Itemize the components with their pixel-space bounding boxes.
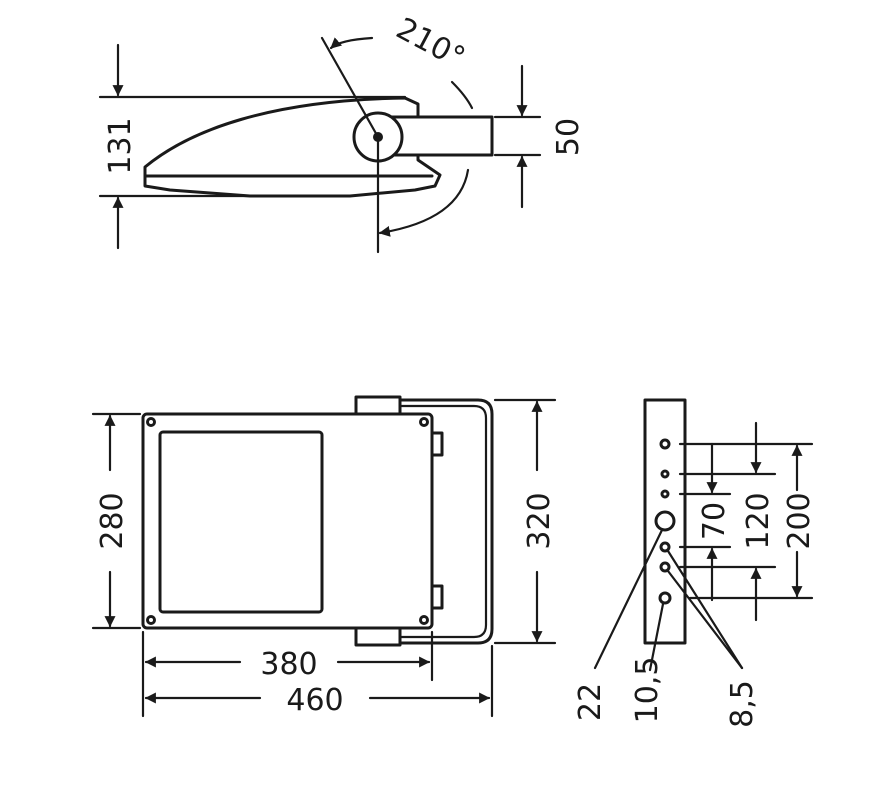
dim-label-200: 200 [782,492,817,549]
front-view: 280 320 380 460 [91,395,557,718]
dim-label-210: 210° [390,11,470,76]
hole-8-5-low [659,561,671,573]
angle-arc-bottom [378,168,470,237]
hole-small-3 [660,489,670,499]
hole-label-10-5: 10,5 [630,657,665,724]
dim-label-320: 320 [522,492,557,549]
leader-8-5-b [666,569,744,670]
mounting-bracket [398,398,494,645]
housing-front [141,412,434,630]
hole-small-2 [660,469,670,479]
screw-icon-tl [146,417,156,427]
hinge-block-top [354,395,402,416]
dim-label-380: 380 [260,647,317,682]
hinge-block-bottom [354,626,402,647]
angle-arc-top [450,80,474,110]
hole-8-5-mid [659,541,671,553]
screw-icon-tr [419,417,429,427]
leader-22 [593,528,664,670]
angle-ref-line [320,36,380,139]
bracket-view: 70 120 200 22 10,5 8,5 [573,398,817,728]
hole-label-8-5: 8,5 [725,680,760,728]
dim-label-460: 460 [286,683,343,718]
leader-8-5-a [666,549,744,670]
screw-icon-bl [146,615,156,625]
bracket-plate [643,398,687,645]
screw-icon-br [419,615,429,625]
dim-label-280: 280 [95,492,130,549]
leader-10-5 [648,602,665,672]
hole-label-22: 22 [573,683,608,721]
dim-label-131: 131 [103,117,138,174]
dim-label-120: 120 [741,492,776,549]
hole-22 [654,510,676,532]
bracket-inner-line [398,404,488,639]
side-view: 131 50 210° [98,11,586,254]
hole-8-5-top [659,438,671,450]
angle-arrow-top [329,36,374,50]
glass-panel [158,430,324,614]
dim-label-50: 50 [551,118,586,156]
hole-10-5 [658,591,672,605]
dim-label-70: 70 [697,502,732,540]
